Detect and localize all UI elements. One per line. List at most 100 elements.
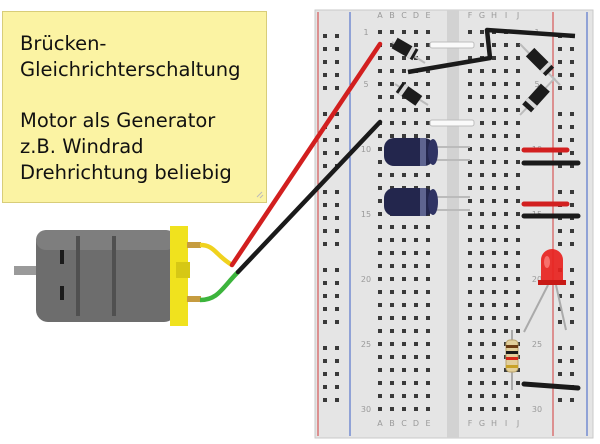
- breadboard-hole: [468, 407, 472, 411]
- rail-hole: [323, 203, 327, 207]
- breadboard-hole: [480, 186, 484, 190]
- rail-hole: [335, 372, 339, 376]
- row-number: 25: [532, 340, 542, 349]
- rail-hole: [335, 346, 339, 350]
- breadboard-hole: [402, 381, 406, 385]
- breadboard-hole: [426, 368, 430, 372]
- breadboard-hole: [426, 134, 430, 138]
- rail-hole: [558, 60, 562, 64]
- breadboard-hole: [468, 342, 472, 346]
- breadboard-hole: [390, 56, 394, 60]
- breadboard-hole: [378, 186, 382, 190]
- breadboard-hole: [480, 108, 484, 112]
- breadboard-hole: [468, 394, 472, 398]
- column-label: J: [516, 11, 519, 20]
- rail-hole: [335, 281, 339, 285]
- breadboard-hole: [516, 173, 520, 177]
- resistor: [505, 330, 519, 390]
- column-label: B: [389, 11, 395, 20]
- breadboard-hole: [390, 251, 394, 255]
- row-number: 1: [363, 28, 368, 37]
- column-label: I: [505, 419, 507, 428]
- rail-hole: [323, 346, 327, 350]
- breadboard-hole: [492, 290, 496, 294]
- breadboard-hole: [426, 342, 430, 346]
- breadboard-hole: [426, 173, 430, 177]
- breadboard-hole: [390, 394, 394, 398]
- breadboard-hole: [402, 251, 406, 255]
- rail-hole: [570, 73, 574, 77]
- breadboard-hole: [468, 212, 472, 216]
- body-line-3: Drehrichtung beliebig: [20, 161, 232, 184]
- jumper-white-top: [429, 41, 475, 49]
- rail-hole: [570, 346, 574, 350]
- breadboard-hole: [504, 199, 508, 203]
- rail-hole: [558, 73, 562, 77]
- rail-hole: [558, 112, 562, 116]
- column-label: C: [401, 419, 407, 428]
- breadboard-hole: [378, 355, 382, 359]
- breadboard-hole: [378, 30, 382, 34]
- rail-hole: [335, 229, 339, 233]
- breadboard-hole: [492, 225, 496, 229]
- breadboard-hole: [516, 160, 520, 164]
- breadboard-hole: [492, 95, 496, 99]
- breadboard-hole: [426, 56, 430, 60]
- breadboard-hole: [426, 30, 430, 34]
- row-number: 10: [361, 145, 371, 154]
- breadboard-hole: [378, 69, 382, 73]
- rail-hole: [570, 281, 574, 285]
- breadboard-hole: [426, 82, 430, 86]
- breadboard-hole: [480, 355, 484, 359]
- breadboard-hole: [378, 82, 382, 86]
- resize-grip-icon[interactable]: [256, 191, 264, 199]
- breadboard-hole: [426, 264, 430, 268]
- breadboard-hole: [516, 212, 520, 216]
- rail-hole: [323, 268, 327, 272]
- breadboard-hole: [504, 264, 508, 268]
- rail-hole: [335, 307, 339, 311]
- breadboard-hole: [426, 95, 430, 99]
- breadboard-hole: [504, 407, 508, 411]
- breadboard-hole: [504, 251, 508, 255]
- rail-hole: [570, 138, 574, 142]
- breadboard-hole: [414, 82, 418, 86]
- breadboard-hole: [504, 160, 508, 164]
- breadboard-hole: [426, 238, 430, 242]
- rail-hole: [323, 190, 327, 194]
- breadboard-hole: [426, 43, 430, 47]
- breadboard-hole: [504, 82, 508, 86]
- column-label: G: [479, 11, 485, 20]
- breadboard-hole: [378, 173, 382, 177]
- breadboard-hole: [492, 251, 496, 255]
- rail-hole: [570, 190, 574, 194]
- rail-hole: [335, 398, 339, 402]
- breadboard-hole: [504, 329, 508, 333]
- breadboard-hole: [516, 251, 520, 255]
- breadboard-hole: [504, 69, 508, 73]
- rail-hole: [558, 359, 562, 363]
- breadboard-hole: [504, 394, 508, 398]
- rail-hole: [570, 151, 574, 155]
- column-label: A: [377, 11, 383, 20]
- breadboard-hole: [468, 355, 472, 359]
- wire-black-bridge: [407, 27, 576, 75]
- rail-hole: [335, 112, 339, 116]
- breadboard-hole: [414, 251, 418, 255]
- rail-hole: [323, 359, 327, 363]
- breadboard-hole: [402, 225, 406, 229]
- rail-hole: [570, 112, 574, 116]
- rail-hole: [558, 125, 562, 129]
- breadboard-hole: [390, 82, 394, 86]
- breadboard-hole: [468, 108, 472, 112]
- rail-hole: [335, 151, 339, 155]
- column-label: H: [491, 11, 497, 20]
- rail-hole: [558, 164, 562, 168]
- rail-hole: [570, 320, 574, 324]
- breadboard-hole: [504, 381, 508, 385]
- body-line-1: Motor als Generator: [20, 109, 216, 132]
- breadboard-hole: [492, 43, 496, 47]
- rail-hole: [323, 398, 327, 402]
- breadboard-hole: [402, 303, 406, 307]
